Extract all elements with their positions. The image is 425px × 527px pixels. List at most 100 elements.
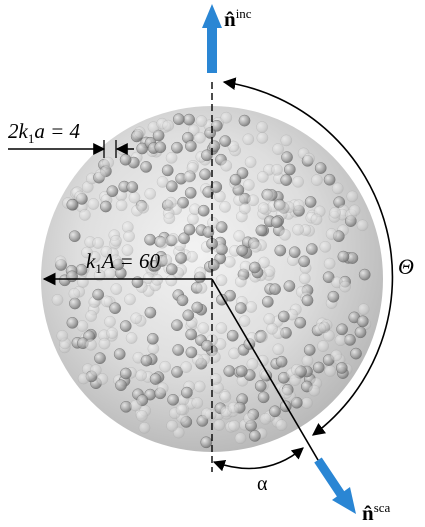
particle — [243, 179, 255, 191]
particle — [201, 407, 213, 420]
particle — [133, 126, 146, 139]
particle — [154, 141, 167, 154]
particle — [348, 204, 361, 217]
particle — [290, 363, 303, 376]
particle — [357, 303, 370, 316]
particle — [234, 432, 247, 445]
theta-label: Θ — [398, 254, 414, 279]
particle — [210, 181, 223, 193]
particle — [233, 230, 246, 242]
particle — [308, 384, 321, 397]
particle — [51, 294, 64, 306]
particle — [228, 419, 240, 432]
particle — [136, 142, 149, 155]
particle — [161, 164, 174, 177]
particle — [66, 198, 79, 211]
particle — [100, 245, 113, 258]
particle — [306, 243, 318, 255]
particle — [271, 163, 283, 176]
particle — [323, 173, 336, 186]
particle — [201, 339, 213, 352]
particle — [337, 250, 350, 263]
particle — [201, 149, 213, 162]
particle — [235, 365, 248, 378]
particle — [228, 347, 241, 360]
particle — [92, 288, 105, 301]
particle — [197, 322, 210, 334]
particle — [171, 366, 183, 378]
particle — [259, 413, 272, 425]
particle — [68, 230, 81, 243]
particle — [298, 272, 311, 285]
particle — [213, 419, 226, 431]
alpha-label: α — [257, 473, 268, 495]
particle — [304, 196, 317, 208]
particle — [256, 132, 269, 144]
particle — [121, 244, 134, 257]
particle — [176, 294, 189, 307]
particle — [77, 276, 89, 288]
particle — [74, 190, 87, 203]
particle — [235, 302, 247, 314]
particle — [89, 364, 102, 377]
particle-size-indicator — [8, 140, 134, 158]
particle — [125, 332, 138, 344]
particle — [243, 412, 256, 425]
n-inc-label: n̂inc — [224, 6, 252, 31]
particle — [113, 348, 126, 360]
particle — [93, 269, 106, 282]
particle — [144, 187, 157, 200]
particle — [124, 293, 136, 306]
particle — [66, 316, 79, 329]
particle — [183, 113, 195, 126]
particle — [257, 391, 270, 404]
particle — [219, 135, 232, 147]
particle — [236, 244, 249, 257]
particle — [256, 330, 268, 343]
particle — [269, 405, 281, 418]
particle — [281, 151, 293, 164]
particle — [186, 162, 199, 174]
particle — [144, 233, 156, 246]
particle — [280, 174, 293, 186]
scattered-direction-arrow — [314, 457, 356, 514]
particle — [200, 436, 213, 449]
particle — [314, 322, 327, 335]
particle — [186, 250, 198, 263]
particle — [256, 171, 269, 183]
particle — [346, 190, 359, 203]
particle — [184, 187, 197, 199]
particle — [358, 268, 371, 281]
particle — [171, 319, 183, 332]
particle — [151, 274, 164, 286]
particle — [195, 115, 208, 127]
particle — [269, 283, 281, 296]
particle — [298, 255, 311, 268]
particle — [185, 140, 197, 152]
particle — [119, 367, 132, 380]
particle — [194, 131, 206, 144]
particle — [165, 151, 178, 164]
particle — [128, 191, 141, 204]
particle — [229, 173, 242, 186]
particle — [327, 290, 340, 303]
particle — [69, 297, 81, 310]
particle — [175, 403, 188, 416]
particle — [175, 252, 187, 264]
particle — [289, 374, 301, 386]
particle — [350, 347, 362, 360]
particle — [85, 310, 98, 322]
particle — [274, 200, 287, 212]
particle — [311, 174, 323, 186]
particle — [165, 263, 178, 276]
particle — [199, 168, 211, 181]
particle — [102, 156, 115, 169]
particle — [354, 326, 367, 339]
particle — [312, 361, 325, 374]
particle — [246, 358, 259, 370]
particle — [68, 287, 81, 300]
particle — [167, 393, 179, 406]
particle — [292, 175, 304, 188]
particle — [323, 257, 336, 270]
particle — [275, 355, 288, 368]
